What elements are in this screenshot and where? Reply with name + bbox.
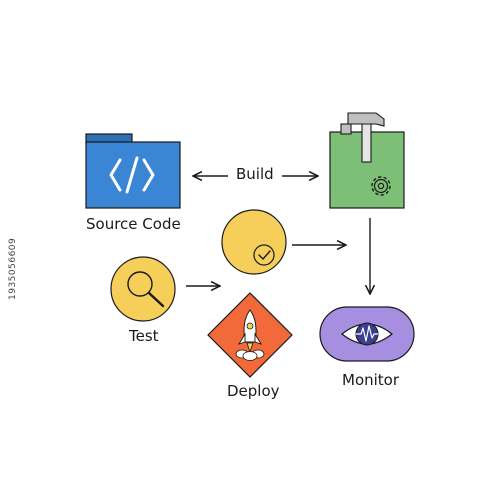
source-code-label: Source Code bbox=[86, 215, 181, 233]
flow-arrows bbox=[186, 176, 370, 294]
monitor-eye-icon bbox=[319, 306, 415, 362]
deploy-rocket-icon bbox=[207, 292, 293, 378]
source-code-folder-icon bbox=[85, 133, 181, 209]
monitor-label: Monitor bbox=[342, 371, 400, 389]
test-magnifier-icon bbox=[110, 256, 176, 322]
build-box-icon bbox=[329, 112, 405, 209]
build-label: Build bbox=[236, 165, 274, 183]
gear-icon bbox=[371, 176, 391, 196]
verify-check-icon bbox=[221, 209, 287, 275]
test-label: Test bbox=[129, 327, 159, 345]
deploy-label: Deploy bbox=[227, 382, 280, 400]
stock-id-watermark: 1935056609 bbox=[8, 237, 18, 300]
